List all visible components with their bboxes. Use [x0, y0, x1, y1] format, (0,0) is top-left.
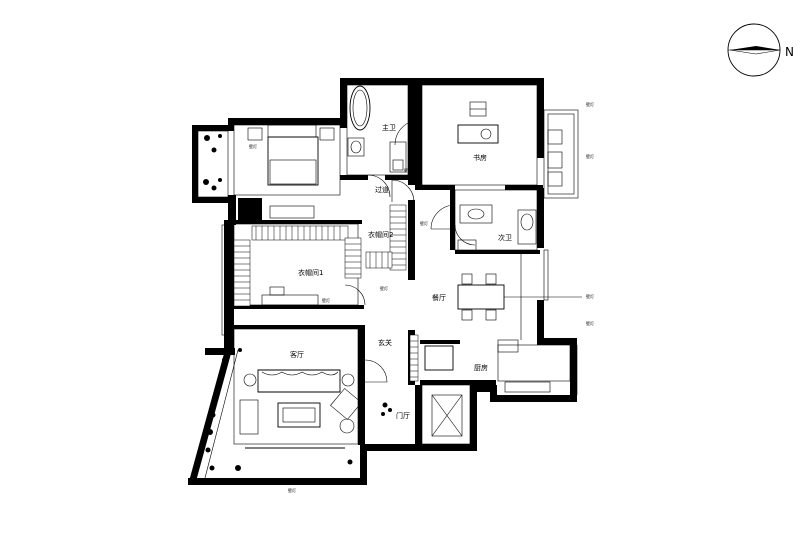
label-master-bath: 主卫: [382, 123, 396, 132]
annotation-10: 壁灯: [288, 487, 296, 493]
bedroom-plants: [203, 134, 222, 191]
living-furniture: [239, 369, 362, 449]
living-plants: [205, 348, 353, 471]
closet1-desk: [261, 286, 319, 306]
label-closet2: 衣帽间2: [368, 230, 393, 239]
dining-furniture: [457, 273, 582, 321]
exterior-walls: [188, 78, 577, 485]
annotation-9: 壁灯: [420, 220, 428, 226]
room-labels: 主卫 书房 过道 衣帽间2 次卫 衣帽间1 餐厅 玄关 厨房 客厅 门厅: [290, 123, 512, 420]
annotation-3: 壁灯: [586, 101, 594, 107]
master-bath-fixtures: [347, 85, 407, 173]
study-furniture: [457, 101, 499, 144]
label-closet1: 衣帽间1: [298, 268, 323, 277]
annotation-1: 壁灯: [249, 143, 257, 149]
doors: [344, 119, 476, 383]
second-bath-fixtures: [457, 204, 537, 253]
annotation-6: 壁灯: [586, 293, 594, 299]
label-kitchen: 厨房: [474, 363, 488, 372]
interior-walls: [234, 85, 543, 445]
label-corridor: 过道: [375, 185, 389, 194]
label-entrance: 玄关: [378, 338, 392, 347]
annotation-8: 壁灯: [380, 285, 388, 291]
label-foyer: 门厅: [396, 411, 410, 420]
bedroom-furniture: [238, 124, 335, 220]
label-dining: 餐厅: [432, 293, 446, 302]
closet-shelves: [233, 204, 419, 382]
annotation-7: 壁灯: [322, 297, 330, 303]
kitchen-furniture: [424, 252, 571, 393]
annotation-5: 壁灯: [586, 320, 594, 326]
annotation-2: 壁灯: [404, 167, 412, 173]
balcony-chairs: [547, 129, 563, 187]
annotation-4: 壁灯: [586, 153, 594, 159]
north-compass: N: [727, 23, 794, 77]
foyer-plant: [381, 402, 392, 416]
label-living: 客厅: [290, 350, 304, 359]
label-second-bath: 次卫: [498, 233, 512, 242]
north-label: N: [785, 45, 794, 59]
label-study: 书房: [473, 153, 487, 162]
annotations: 壁灯 壁灯 壁灯 壁灯 壁灯 壁灯 壁灯 壁灯 壁灯 壁灯: [249, 101, 594, 493]
